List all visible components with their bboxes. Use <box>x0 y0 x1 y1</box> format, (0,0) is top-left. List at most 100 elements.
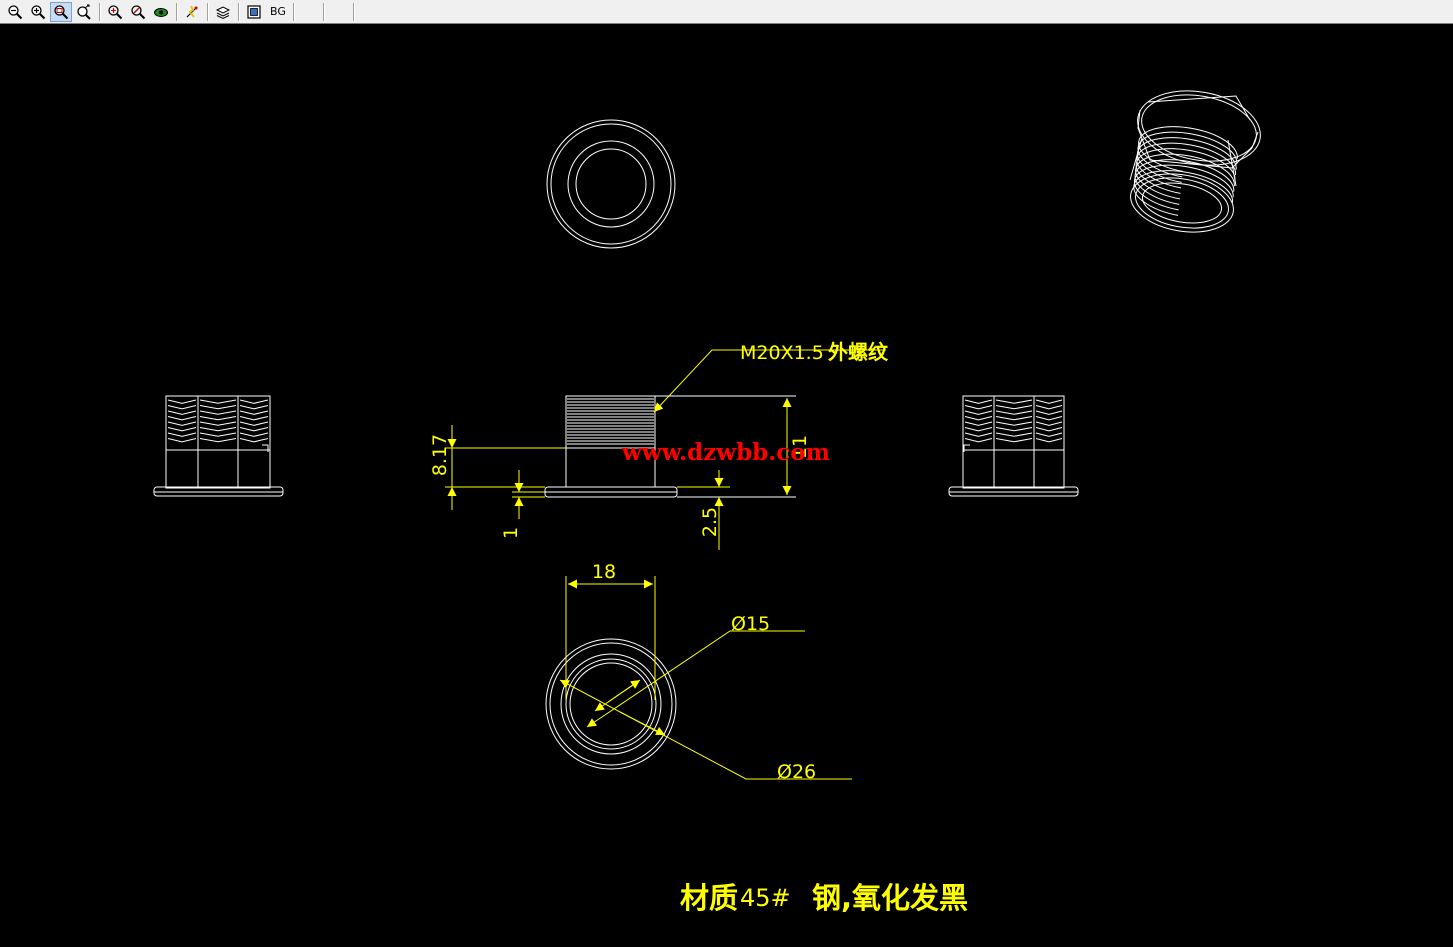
toolbar-separator <box>352 2 355 21</box>
thread-line <box>1035 405 1063 410</box>
thread-line <box>199 438 237 443</box>
thread-line <box>964 416 993 421</box>
zoom-window-icon <box>54 4 69 19</box>
pan-button[interactable] <box>73 2 95 22</box>
toolbar: BG <box>0 0 1453 24</box>
zoom-in-button[interactable] <box>27 2 49 22</box>
thread-line <box>964 399 993 404</box>
thread-line <box>239 438 269 443</box>
frame-button[interactable] <box>243 2 265 22</box>
thread-line <box>1135 148 1236 196</box>
zoom-realtime-button[interactable] <box>127 2 149 22</box>
dim-label-1: 1 <box>500 527 522 539</box>
regen-button[interactable] <box>181 2 203 22</box>
thread-line <box>1134 159 1235 207</box>
thread-line <box>239 405 269 410</box>
drawing-canvas[interactable]: M20X1.5 外螺纹 11 8.17 1 2.5 18 Ø15 Ø26 www… <box>0 24 1453 943</box>
thread-line <box>964 438 993 443</box>
dim-label-2-5: 2.5 <box>699 507 721 537</box>
zoom-window-button[interactable] <box>50 1 72 22</box>
thread-line <box>1135 153 1235 202</box>
thread-line <box>995 432 1033 437</box>
toolbar-separator <box>322 2 325 21</box>
thread-line <box>239 416 269 421</box>
zoom-extents-icon <box>108 4 123 19</box>
material-note: 材质 45# 钢,氧化发黑 <box>680 881 968 915</box>
regen-icon <box>186 5 198 18</box>
front-view <box>544 395 678 498</box>
view-button[interactable] <box>150 2 172 22</box>
thread-line <box>1035 416 1063 421</box>
layers-button[interactable] <box>212 2 234 22</box>
toolbar-separator <box>207 2 209 21</box>
thread-line <box>167 416 197 421</box>
thread-line <box>199 427 237 432</box>
thread-line <box>199 410 237 415</box>
isometric-view <box>1129 90 1261 233</box>
thread-line <box>1137 131 1238 180</box>
thread-line <box>995 405 1033 410</box>
thread-line <box>239 432 269 437</box>
thread-line <box>1035 399 1063 404</box>
dim-label-18: 18 <box>592 561 616 583</box>
thread-line <box>1035 421 1063 426</box>
zoom-out-button[interactable] <box>4 2 26 22</box>
toolbar-separator <box>238 2 240 21</box>
thread-line <box>239 421 269 426</box>
thread-line <box>167 432 197 437</box>
thread-line <box>1136 142 1237 191</box>
thread-line <box>964 427 993 432</box>
view-icon <box>154 7 168 17</box>
toolbar-separator <box>99 2 101 21</box>
thread-line <box>1136 137 1237 185</box>
thread-note-prefix: M20X1.5 <box>740 342 824 364</box>
thread-line <box>239 427 269 432</box>
thread-line <box>995 421 1033 426</box>
dimension-labels: M20X1.5 外螺纹 11 8.17 1 2.5 18 Ø15 Ø26 <box>429 340 889 783</box>
top-view <box>546 119 676 249</box>
dim-label-11: 11 <box>789 435 811 459</box>
thread-line <box>995 416 1033 421</box>
thread-line <box>964 410 993 415</box>
thread-line <box>167 438 197 443</box>
thread-line <box>199 421 237 426</box>
thread-line <box>1133 164 1234 213</box>
zoom-out-icon <box>8 4 23 19</box>
material-desc: 钢,氧化发黑 <box>812 881 968 915</box>
thread-line <box>199 399 237 404</box>
left-side-view <box>153 395 284 497</box>
thread-line <box>1035 410 1063 415</box>
thread-line <box>239 410 269 415</box>
thread-line <box>995 438 1033 443</box>
thread-line <box>995 410 1033 415</box>
watermark-text: www.dzwbb.com <box>621 439 830 466</box>
background-toggle-button[interactable]: BG <box>270 5 286 18</box>
cad-drawing: M20X1.5 外螺纹 11 8.17 1 2.5 18 Ø15 Ø26 www… <box>153 90 1261 915</box>
layers-icon <box>215 5 231 19</box>
thread-line <box>167 421 197 426</box>
thread-line <box>964 405 993 410</box>
thread-line <box>995 427 1033 432</box>
thread-line <box>964 421 993 426</box>
dim-label-phi15: Ø15 <box>731 613 770 635</box>
frame-icon <box>247 4 261 19</box>
thread-line <box>1035 432 1063 437</box>
thread-line <box>1035 427 1063 432</box>
thread-line <box>167 410 197 415</box>
toolbar-empty-slot <box>298 3 320 21</box>
thread-line <box>199 432 237 437</box>
thread-line <box>167 405 197 410</box>
thread-line <box>167 427 197 432</box>
zoom-extents-button[interactable] <box>104 2 126 22</box>
thread-line <box>1138 126 1238 174</box>
thread-line <box>964 432 993 437</box>
bottom-view <box>545 638 677 770</box>
toolbar-empty-slot <box>328 3 350 21</box>
material-spec: 45# <box>740 884 791 912</box>
pan-icon <box>77 4 91 20</box>
material-label: 材质 <box>680 881 738 915</box>
thread-line <box>995 399 1033 404</box>
zoom-in-icon <box>31 4 46 19</box>
thread-note-suffix: 外螺纹 <box>828 340 889 364</box>
right-side-view <box>948 395 1079 497</box>
